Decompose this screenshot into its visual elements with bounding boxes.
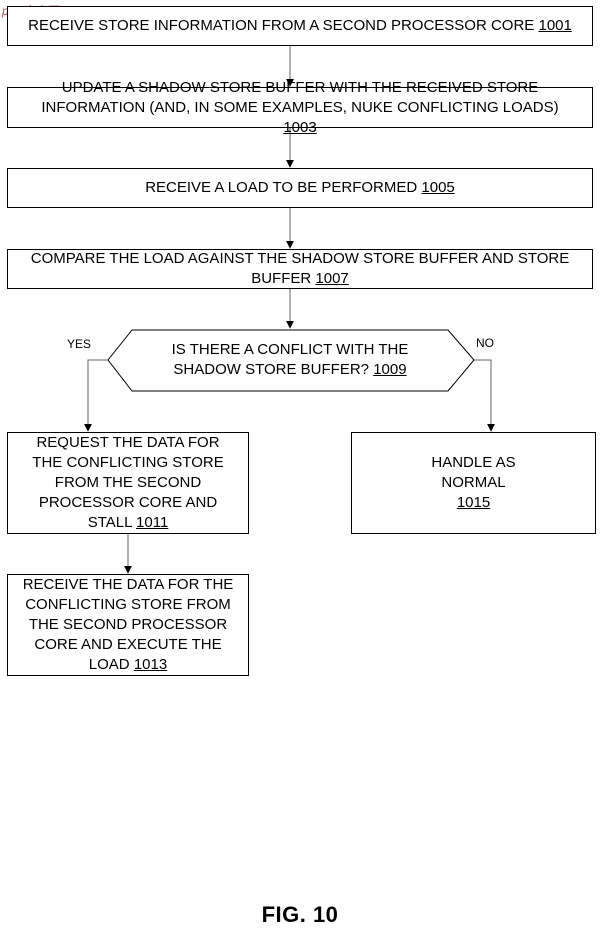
step-1007: COMPARE THE LOAD AGAINST THE SHADOW STOR… bbox=[7, 249, 593, 289]
step-1015: HANDLE AS NORMAL 1015 bbox=[351, 432, 596, 534]
step-1015-text: HANDLE AS NORMAL bbox=[431, 454, 516, 491]
step-1001-text: RECEIVE STORE INFORMATION FROM A SECOND … bbox=[28, 17, 535, 34]
step-1001: RECEIVE STORE INFORMATION FROM A SECOND … bbox=[7, 6, 593, 46]
step-1007-text: COMPARE THE LOAD AGAINST THE SHADOW STOR… bbox=[30, 250, 570, 287]
step-1007-ref: 1007 bbox=[315, 270, 349, 287]
step-1013-ref: 1013 bbox=[133, 656, 168, 673]
step-1013: RECEIVE THE DATA FOR THE CONFLICTING STO… bbox=[7, 574, 249, 676]
step-1005: RECEIVE A LOAD TO BE PERFORMED 1005 bbox=[7, 168, 593, 208]
arrow-yes bbox=[84, 359, 108, 432]
step-1005-ref: 1005 bbox=[421, 179, 455, 196]
decision-diamond-1009 bbox=[107, 329, 475, 392]
step-1003-text: UPDATE A SHADOW STORE BUFFER WITH THE RE… bbox=[41, 78, 559, 116]
arrow-no bbox=[474, 359, 495, 432]
step-1003: UPDATE A SHADOW STORE BUFFER WITH THE RE… bbox=[7, 79, 593, 136]
step-1013-text: RECEIVE THE DATA FOR THE CONFLICTING STO… bbox=[22, 576, 234, 673]
edge-label-no: NO bbox=[476, 336, 494, 350]
step-1011-text: REQUEST THE DATA FOR THE CONFLICTING STO… bbox=[32, 434, 224, 531]
step-1009-ref: 1009 bbox=[373, 361, 407, 378]
figure-label: FIG. 10 bbox=[261, 902, 339, 927]
step-1009-text: IS THERE A CONFLICT WITH THE SHADOW STOR… bbox=[171, 341, 409, 378]
step-1003-ref: 1003 bbox=[283, 118, 317, 136]
step-1011: REQUEST THE DATA FOR THE CONFLICTING STO… bbox=[7, 432, 249, 534]
decision-1009-label: IS THERE A CONFLICT WITH THE SHADOW STOR… bbox=[140, 340, 440, 380]
edge-label-yes: YES bbox=[67, 337, 92, 351]
step-1015-ref: 1015 bbox=[456, 494, 491, 511]
step-1005-text: RECEIVE A LOAD TO BE PERFORMED bbox=[145, 179, 418, 196]
step-1001-ref: 1001 bbox=[538, 17, 572, 34]
step-1011-ref: 1011 bbox=[136, 514, 169, 531]
